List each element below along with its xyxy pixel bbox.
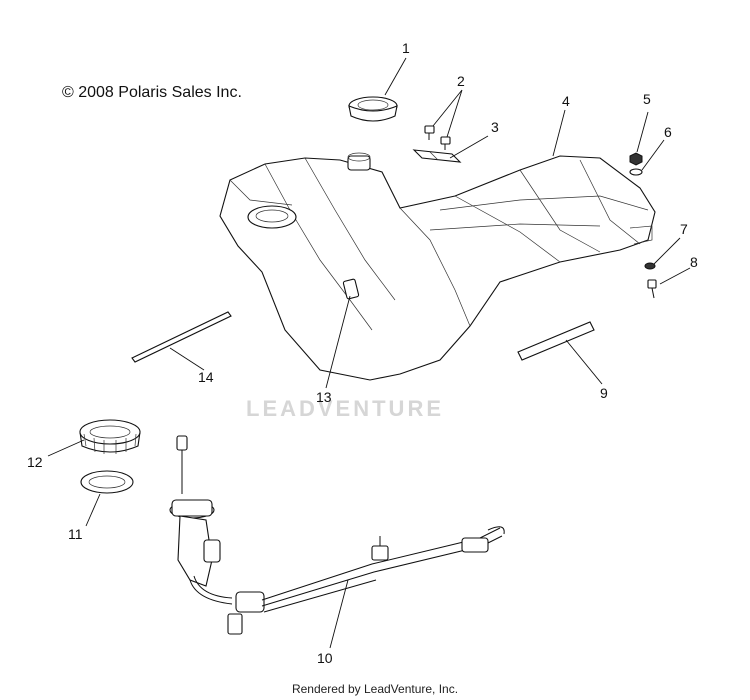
callout-2[interactable]: 2 — [457, 73, 465, 89]
callout-8[interactable]: 8 — [690, 254, 698, 270]
leader-2 — [432, 89, 463, 138]
fuel-cap-part[interactable] — [348, 96, 398, 122]
leader-14 — [169, 347, 205, 371]
leader-13 — [325, 295, 351, 389]
watermark-text: LEADVENTURE — [246, 396, 445, 421]
callout-11[interactable]: 11 — [68, 526, 83, 542]
leader-5 — [636, 111, 649, 153]
callout-9[interactable]: 9 — [600, 385, 608, 401]
rivet-part[interactable] — [424, 125, 451, 150]
callout-4[interactable]: 4 — [562, 93, 570, 109]
leader-9 — [565, 339, 603, 385]
bracket-part[interactable] — [412, 149, 462, 163]
copyright-text: © 2008 Polaris Sales Inc. — [62, 84, 242, 101]
leader-12 — [47, 439, 85, 457]
leader-6 — [641, 139, 665, 171]
callout-3[interactable]: 3 — [491, 119, 499, 135]
callout-7[interactable]: 7 — [680, 221, 688, 237]
leader-1 — [384, 57, 407, 96]
grommet-part[interactable] — [644, 262, 656, 270]
leader-4 — [552, 109, 566, 157]
leader-8 — [659, 267, 691, 285]
pad-strip-part[interactable] — [517, 321, 595, 361]
gasket-part[interactable] — [80, 470, 134, 494]
strap-part[interactable] — [342, 278, 360, 300]
callout-6[interactable]: 6 — [664, 124, 672, 140]
leader-7 — [653, 237, 681, 265]
callout-10[interactable]: 10 — [317, 650, 333, 666]
callout-13[interactable]: 13 — [316, 389, 332, 405]
tube-part[interactable] — [131, 311, 232, 363]
callout-12[interactable]: 12 — [27, 454, 43, 470]
leader-10 — [329, 579, 349, 649]
lock-ring-part[interactable] — [79, 419, 141, 454]
nut-part[interactable] — [629, 152, 643, 166]
callout-14[interactable]: 14 — [198, 369, 214, 385]
leader-11 — [85, 493, 101, 527]
callout-5[interactable]: 5 — [643, 91, 651, 107]
bolt-part[interactable] — [647, 279, 657, 299]
footer-text: Rendered by LeadVenture, Inc. — [291, 682, 459, 696]
fuel-pump-assembly-part[interactable] — [169, 435, 505, 635]
callout-1[interactable]: 1 — [402, 40, 410, 56]
fuel-tank-part[interactable] — [219, 152, 656, 381]
leader-3 — [449, 135, 489, 159]
washer-part[interactable] — [629, 168, 643, 176]
